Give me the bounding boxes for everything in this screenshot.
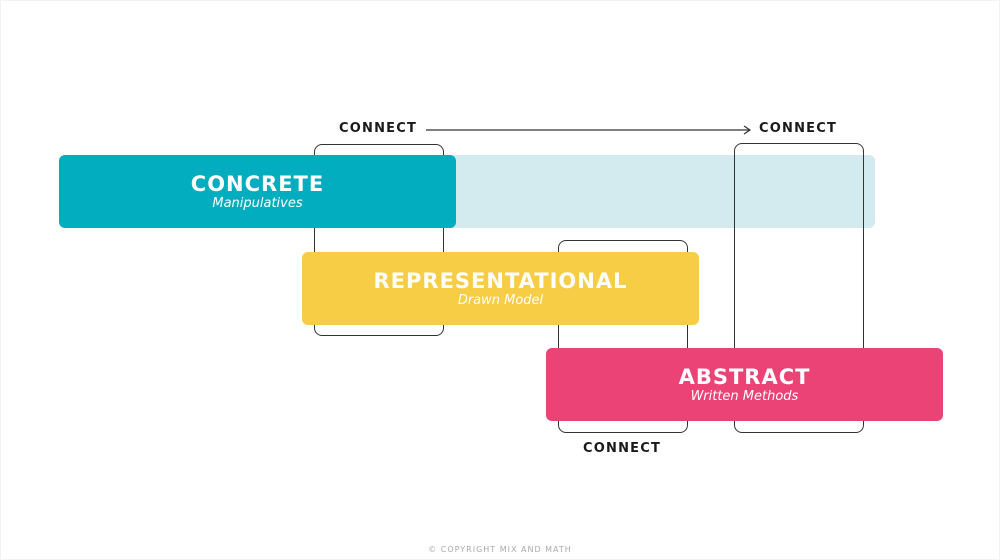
connect-arrow-head: [743, 125, 752, 135]
stage-abstract-subtitle: Written Methods: [690, 388, 799, 404]
connect-label-top-right: CONNECT: [759, 121, 838, 136]
stage-abstract: ABSTRACT Written Methods: [546, 348, 943, 421]
stage-representational: REPRESENTATIONAL Drawn Model: [302, 252, 699, 325]
stage-representational-subtitle: Drawn Model: [457, 292, 544, 308]
connector-outline-concrete-representational: [314, 144, 444, 336]
stage-representational-title: REPRESENTATIONAL: [373, 268, 628, 293]
connect-label-top-left: CONNECT: [339, 121, 418, 136]
connector-outline-representational-abstract: [558, 240, 688, 433]
stage-concrete-title: CONCRETE: [190, 171, 325, 196]
stage-concrete: CONCRETE Manipulatives: [59, 155, 456, 228]
copyright-text: © COPYRIGHT MIX AND MATH: [428, 545, 572, 554]
connect-label-bottom: CONNECT: [583, 441, 662, 456]
connector-outline-concrete-abstract: [734, 143, 864, 433]
stage-abstract-title: ABSTRACT: [678, 364, 811, 389]
connect-arrow: [426, 125, 752, 135]
stage-concrete-subtitle: Manipulatives: [212, 195, 303, 211]
